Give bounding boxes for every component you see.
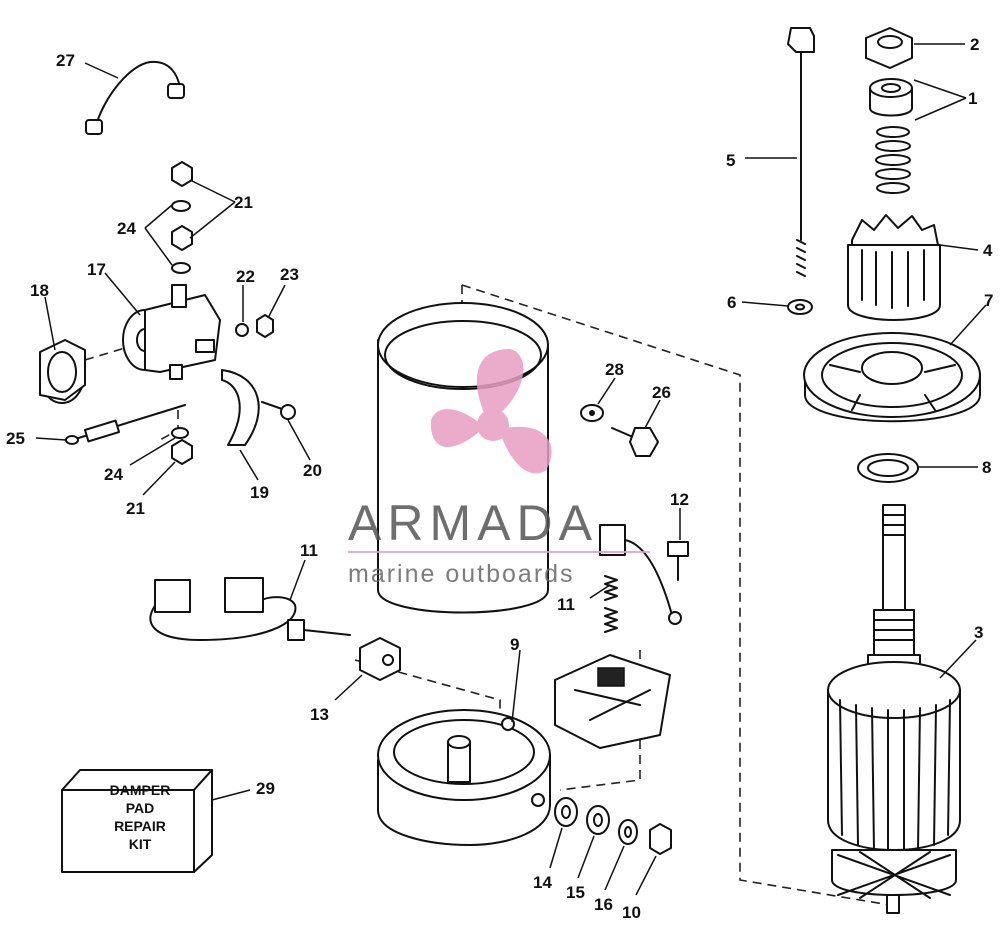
label-21-bottom: 21 [126,499,145,518]
part-3-armature [827,504,961,914]
armada-logo [430,348,552,474]
label-18: 18 [30,281,49,300]
label-11-right: 11 [557,595,575,614]
label-24-bottom: 24 [104,465,123,484]
part-11-spring-brush [599,524,682,633]
label-12: 12 [670,490,689,509]
part-18-boot [39,339,86,404]
part-26-bolt [611,427,659,457]
part-6-washer [787,299,813,315]
part-21-nuts [171,161,193,465]
kit-line-2: PAD [126,800,155,816]
label-4: 4 [983,241,993,260]
part-4-drive-pinion [847,214,941,321]
leader-lines [35,43,987,896]
part-number-labels: 27 21 24 17 18 22 23 25 24 21 19 20 11 1… [6,35,993,922]
label-11-left: 11 [300,541,318,560]
label-24-top: 24 [117,219,136,238]
washers-14-15-16-nut-10 [554,797,672,855]
armada-watermark-text: ARMADA marine outboards [348,495,650,588]
label-21-top: 21 [234,193,253,212]
label-17: 17 [87,260,106,279]
label-3: 3 [974,623,983,642]
watermark-tagline: marine outboards [348,560,575,588]
label-8: 8 [982,458,991,477]
label-15: 15 [566,883,585,902]
part-17-solenoid [122,284,221,380]
label-6: 6 [727,293,736,312]
label-26: 26 [652,383,671,402]
label-19: 19 [250,483,269,502]
part-25-lead [65,404,186,445]
part-19-bracket [221,369,260,446]
end-cap [377,709,551,846]
label-1: 1 [968,89,977,108]
part-24-lockwashers [171,200,191,439]
label-16: 16 [594,895,613,914]
label-2: 2 [970,35,979,54]
kit-box-text: DAMPER PAD REPAIR KIT [110,782,171,852]
part-5-through-bolt [787,27,815,277]
label-14: 14 [533,873,552,892]
part-27-ground-wire [85,60,185,135]
label-20: 20 [303,461,322,480]
label-23: 23 [280,265,299,284]
label-5: 5 [726,151,735,170]
kit-line-3: REPAIR [114,818,166,834]
label-28: 28 [605,360,624,379]
kit-line-1: DAMPER [110,782,171,798]
label-9: 9 [510,635,519,654]
part-11-brush-set [149,577,351,641]
part-29-damper-pad-repair-kit [61,769,213,873]
label-29: 29 [256,779,275,798]
watermark-brand: ARMADA [348,495,598,551]
label-22: 22 [236,267,255,286]
label-10: 10 [622,903,641,922]
label-7: 7 [984,291,993,310]
label-13: 13 [310,705,329,724]
part-9-brush-plate [554,654,671,749]
kit-line-4: KIT [129,836,152,852]
part-28-washer [580,404,604,422]
label-27: 27 [56,51,75,70]
part-20-screw [261,401,296,420]
label-25: 25 [6,429,25,448]
part-12-screw [667,541,689,581]
part-8-thrust-washer [857,453,919,483]
part-13-bracket [359,637,401,681]
part-1-collar-spring [869,78,913,194]
part-2-nut [865,27,913,69]
part-7-drive-end-frame [803,332,981,423]
part-22-23-nuts [235,314,274,338]
